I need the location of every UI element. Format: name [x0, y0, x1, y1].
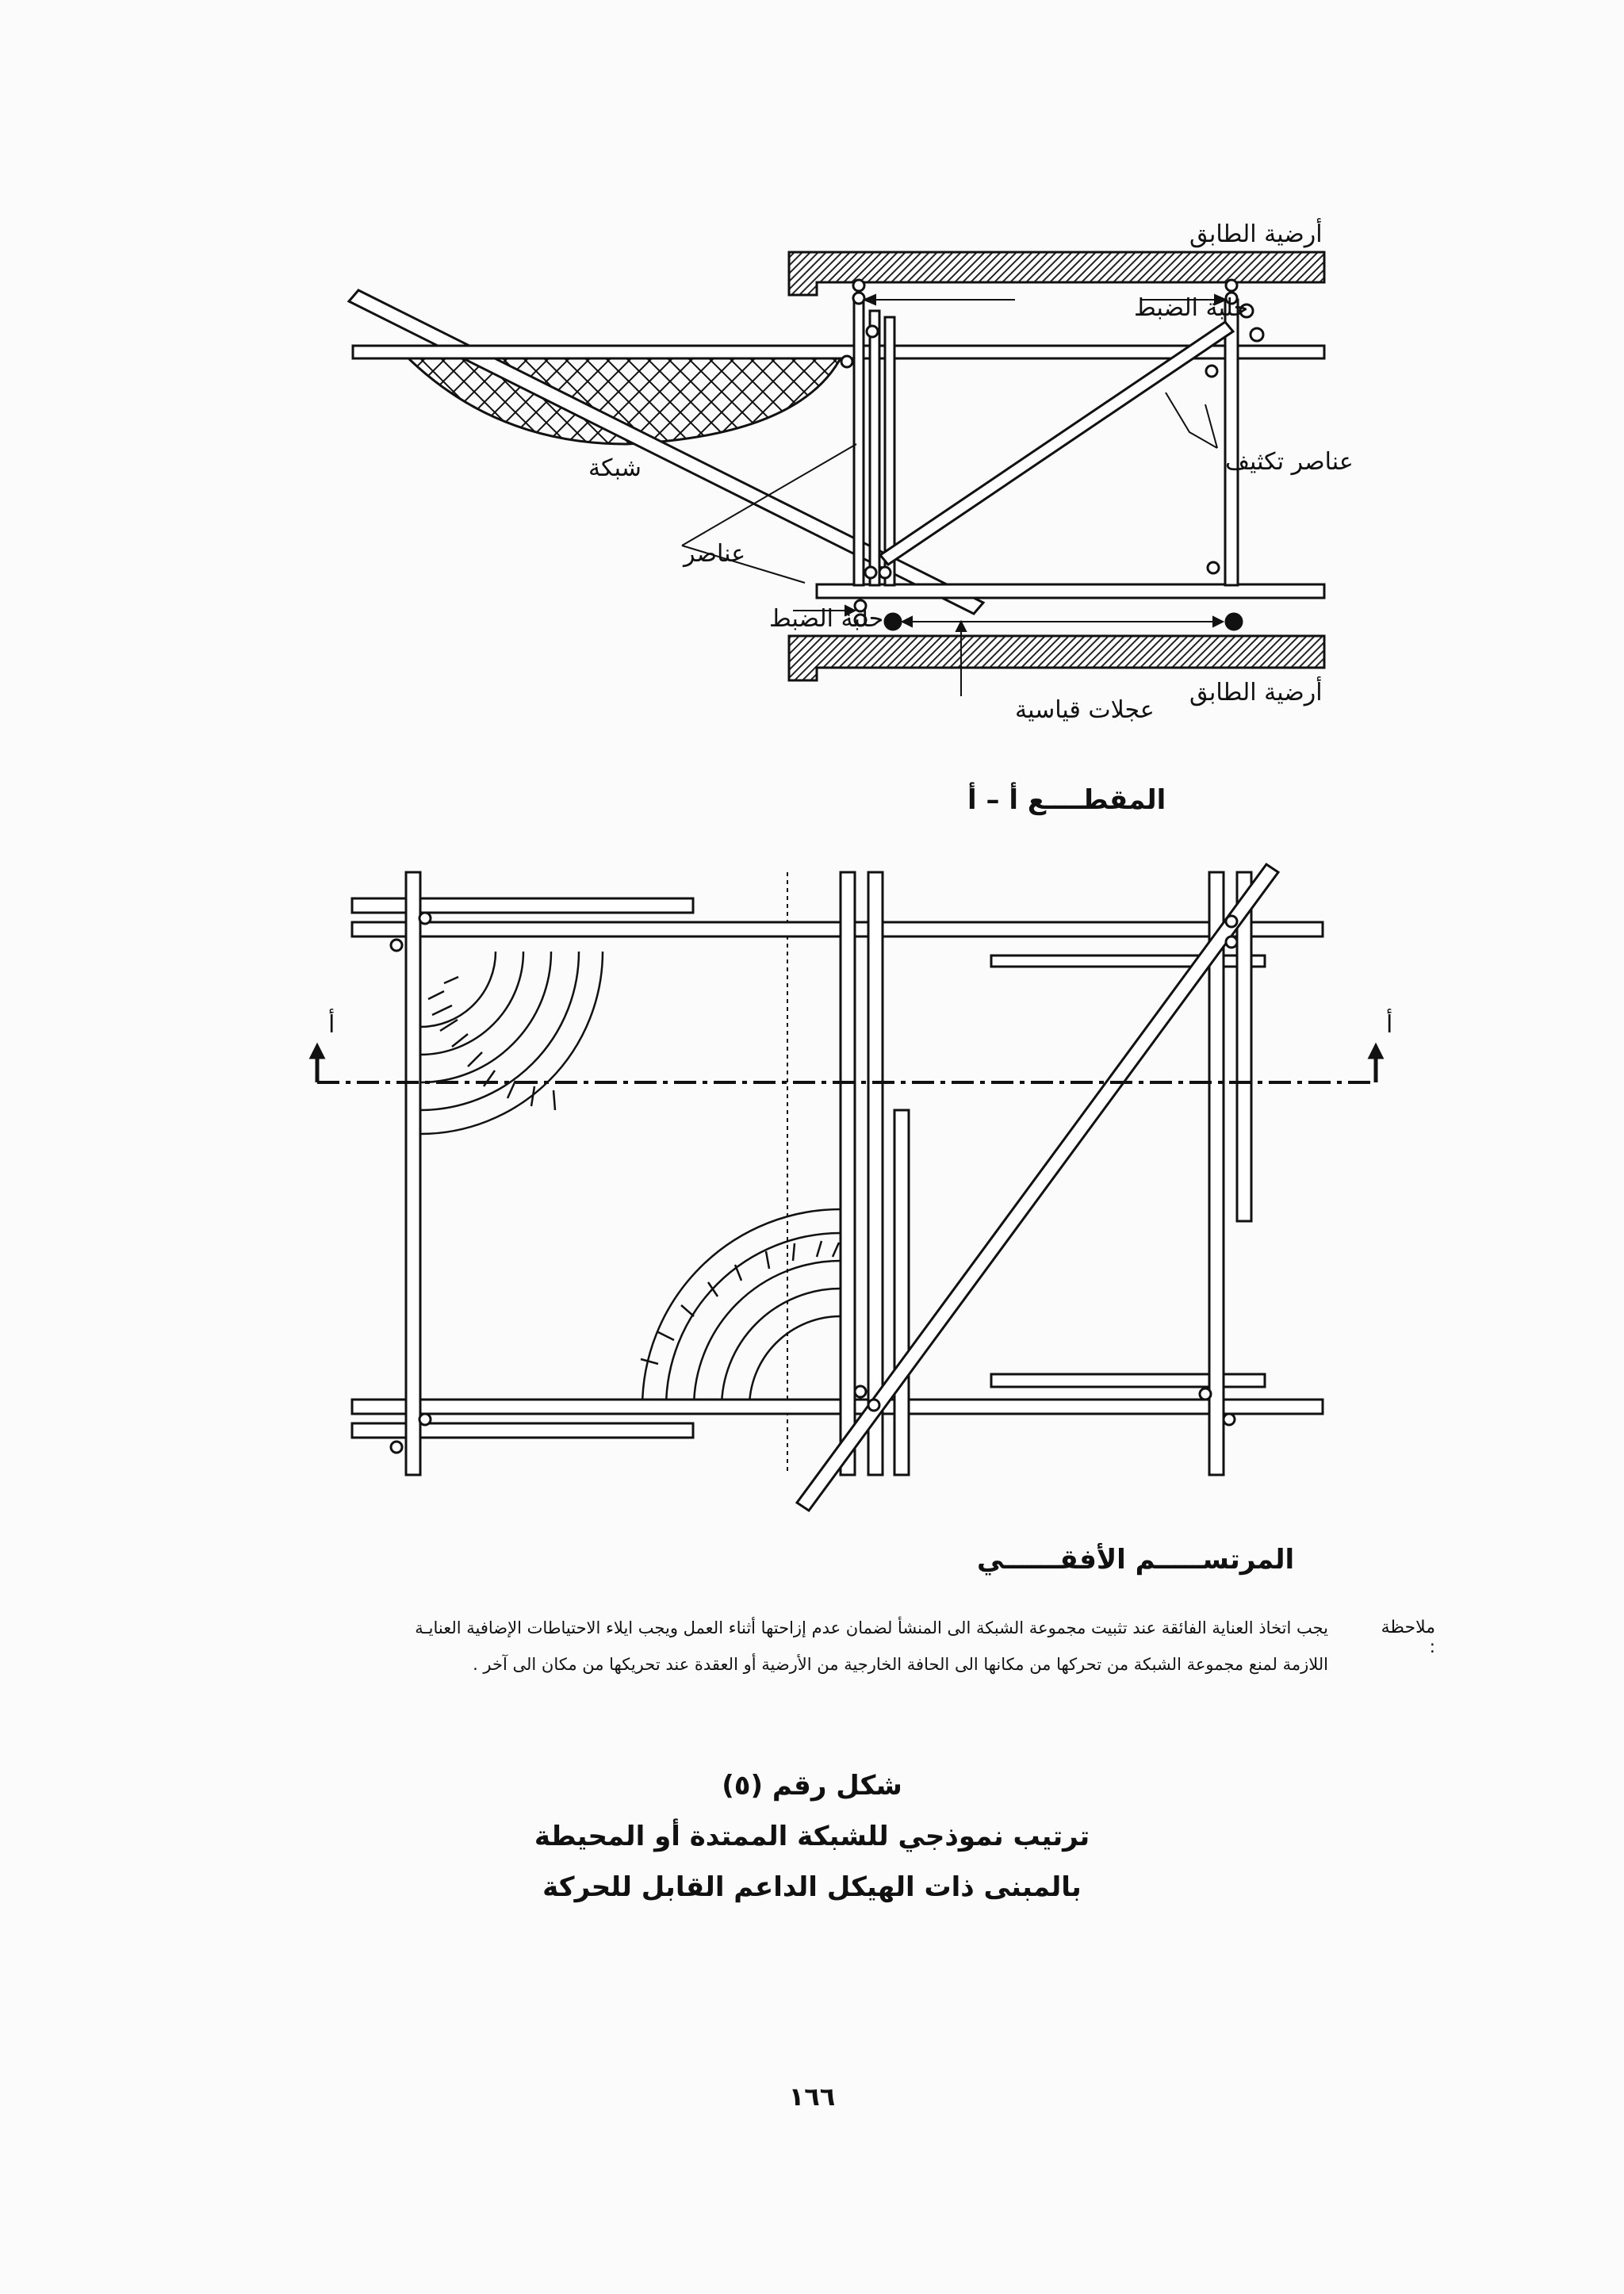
plan-post [404, 871, 422, 1476]
note-line-2: اللازمة لمنع مجموعة الشبكة من تحركها من … [473, 1655, 1328, 1674]
label-elements: عناصر [682, 540, 745, 568]
plan-diagram [308, 862, 1385, 1513]
section-marker-right: أ [1386, 1008, 1392, 1039]
post-left-c [883, 316, 896, 587]
page-number: ١٦٦ [788, 2081, 836, 2112]
label-adjust-ring-top: حلبة الضبط [1134, 294, 1248, 322]
diagram-labels: أرضية الطابق حلبة الضبط عناصر تكثيف شبكة… [328, 217, 1392, 1576]
label-bracing-elements: عناصر تكثيف [1225, 448, 1354, 476]
horizontal-member-top [351, 344, 1326, 360]
plan-title: المرتســـــم الأفقــــــي [977, 1542, 1294, 1576]
plan-beam [350, 921, 1324, 938]
floor-slab-top [787, 251, 1326, 297]
label-floor-bottom: أرضية الطابق [1189, 676, 1323, 707]
net-plan-top [419, 951, 604, 1136]
label-floor-top: أرضية الطابق [1189, 217, 1323, 248]
diagonal-member [347, 289, 986, 615]
plan-beam [350, 1398, 1324, 1415]
plan-post [893, 1109, 910, 1476]
plan-post [1208, 871, 1225, 1476]
label-adjust-ring-bottom: حلبة الضبط [769, 605, 883, 633]
plan-beam [350, 1422, 695, 1439]
plan-beam [350, 897, 695, 914]
bracing-diagonal [878, 320, 1235, 567]
couplers [840, 278, 1265, 627]
figure-caption-line-1: ترتيب نموذجي للشبكة الممتدة أو المحيطة [534, 1821, 1090, 1852]
post-left-b [868, 309, 881, 587]
leader-lines [681, 293, 1228, 696]
plan-post [839, 871, 856, 1476]
plan-diagonal [795, 862, 1281, 1513]
note-line-1: يجب اتخاذ العناية الفائقة عند تثبيت مجمو… [415, 1618, 1328, 1637]
floor-slab-bottom [787, 634, 1326, 682]
plan-couplers [389, 911, 1239, 1454]
post-right [1224, 298, 1239, 587]
caster-wheel [883, 612, 902, 631]
post-left-a [852, 298, 865, 587]
figure-caption-line-2: بالمبنى ذات الهيكل الداعم القابل للحركة [542, 1871, 1082, 1903]
plan-beam [990, 1373, 1266, 1388]
plan-post [1235, 871, 1253, 1223]
figure-number: شكل رقم (٥) [722, 1770, 902, 1802]
plan-post [867, 871, 884, 1476]
net-plan-bottom [640, 1208, 841, 1408]
note-label: ملاحظة : [1381, 1618, 1435, 1657]
label-caster-wheels: عجلات قياسية [1015, 696, 1155, 724]
section-title: المقطــــع أ – أ [967, 782, 1166, 816]
section-diagram [347, 251, 1326, 696]
section-marker-left: أ [328, 1008, 335, 1039]
label-net: شبكة [588, 454, 642, 482]
caster-wheel [1224, 612, 1243, 631]
horizontal-member-bottom [815, 583, 1326, 599]
